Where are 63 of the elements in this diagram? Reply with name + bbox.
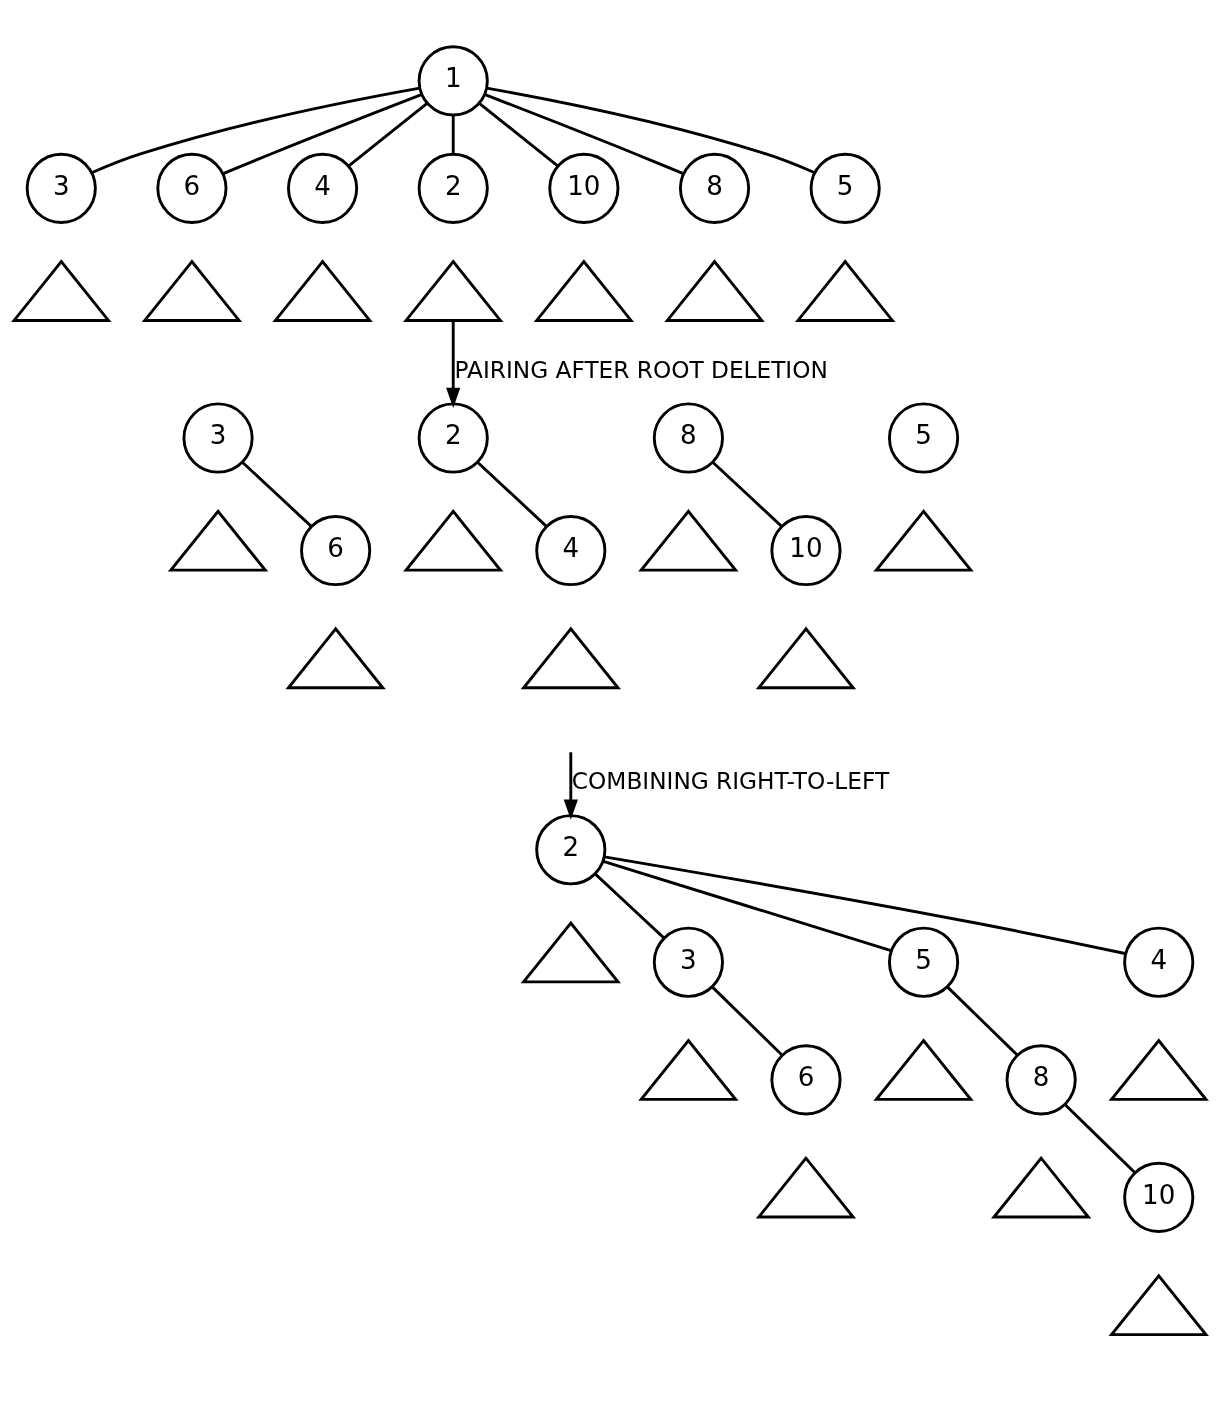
node-triangle [755, 1155, 857, 1219]
connector [241, 461, 313, 528]
connector [347, 102, 428, 168]
node-triangle [638, 509, 739, 572]
node-triangle [141, 259, 243, 322]
node-circle: 3 [182, 402, 254, 474]
node-triangle [11, 259, 112, 322]
node-triangle [520, 920, 621, 984]
arrow [563, 752, 578, 820]
node-circle: 8 [678, 152, 751, 224]
node-triangle [873, 1038, 974, 1101]
node-circle: 3 [25, 152, 97, 224]
node-triangle [520, 626, 621, 690]
node-triangle [794, 259, 896, 322]
node-circle: 5 [888, 402, 960, 474]
node-circle: 6 [300, 514, 372, 587]
connector [711, 985, 784, 1057]
connector [222, 93, 422, 176]
connector [451, 115, 455, 154]
connector [594, 872, 666, 940]
node-circle: 6 [156, 152, 228, 224]
connector [1063, 1103, 1136, 1174]
connector [486, 86, 816, 175]
node-triangle [990, 1155, 1092, 1219]
edge-label: PAIRING AFTER ROOT DELETION [454, 355, 828, 383]
node-triangle [403, 259, 504, 322]
node-circle: 8 [652, 402, 724, 474]
node-circle: 10 [770, 514, 842, 587]
connector [476, 461, 548, 528]
node-circle: 3 [652, 926, 724, 998]
connector [604, 855, 1126, 955]
node-circle: 8 [1005, 1044, 1077, 1116]
node-triangle [755, 626, 857, 690]
connector [91, 86, 421, 175]
node-circle: 4 [1123, 926, 1195, 998]
node-triangle [1108, 1038, 1209, 1101]
node-triangle [638, 1038, 739, 1101]
node-circle: 10 [548, 152, 620, 224]
node-circle: 2 [417, 152, 489, 224]
node-circle: 10 [1123, 1161, 1195, 1233]
node-triangle [873, 509, 974, 572]
edge-label: COMBINING RIGHT-TO-LEFT [571, 767, 890, 795]
connector [602, 859, 892, 953]
connector [478, 102, 559, 168]
node-triangle [403, 509, 504, 572]
arrow [446, 320, 461, 408]
node-triangle [285, 626, 386, 690]
node-triangle [664, 259, 765, 322]
node-circle: 2 [417, 402, 489, 474]
node-triangle [272, 259, 373, 322]
node-triangle [1108, 1273, 1209, 1337]
node-circle: 5 [809, 152, 881, 224]
node-circle: 4 [535, 514, 607, 587]
node-circle: 1 [417, 45, 489, 117]
node-triangle [533, 259, 635, 322]
node-circle: 4 [287, 152, 359, 224]
connector [711, 461, 783, 528]
node-circle: 2 [535, 814, 607, 886]
node-triangle [167, 509, 269, 572]
node-circle: 6 [770, 1044, 842, 1116]
node-circle: 5 [888, 926, 960, 998]
connector [946, 985, 1019, 1057]
connector [484, 93, 684, 176]
